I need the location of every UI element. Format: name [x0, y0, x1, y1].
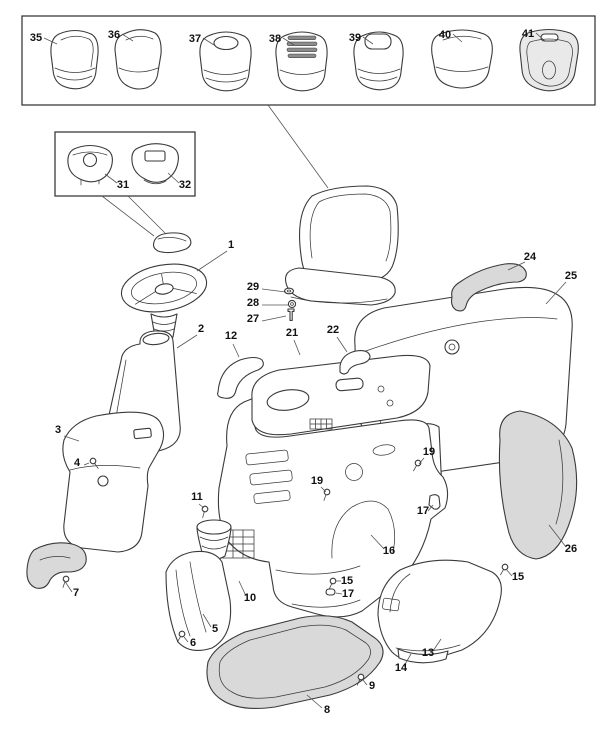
- callout-41: 41: [522, 28, 534, 40]
- callout-9: 9: [369, 680, 375, 692]
- callout-24: 24: [524, 251, 537, 263]
- callout-26: 26: [565, 543, 577, 555]
- screw-6: [177, 630, 186, 643]
- callout-14: 14: [395, 662, 408, 674]
- seat-37: [199, 31, 252, 92]
- floor-pan: [206, 615, 384, 709]
- seat-36: [114, 29, 162, 90]
- grab-handle: [450, 263, 527, 312]
- screw-19-b: [323, 488, 331, 501]
- bolt-28: [287, 299, 297, 309]
- callout-32: 32: [179, 179, 191, 191]
- right-side-panel: [498, 410, 578, 560]
- screw-4: [89, 457, 99, 469]
- callout-19-a: 19: [423, 446, 435, 458]
- left-bracket: [26, 542, 87, 589]
- callout-15-a: 15: [341, 575, 353, 587]
- pin-27: [287, 308, 295, 321]
- left-console: [62, 411, 165, 553]
- callout-labels: 35 36 37 38 39 40 41 31 32 1 2 3 4 29 28…: [30, 28, 577, 716]
- callout-17-a: 17: [417, 505, 429, 517]
- callout-21: 21: [286, 327, 298, 339]
- callout-40: 40: [439, 29, 451, 41]
- callout-5: 5: [212, 623, 218, 635]
- callout-19-b: 19: [311, 475, 323, 487]
- bracket-12: [217, 356, 264, 399]
- clip-17-a: [428, 494, 441, 510]
- callout-37: 37: [189, 33, 201, 45]
- right-lower-body: [377, 559, 502, 662]
- screw-19-a: [413, 459, 422, 472]
- steering-hub-cover: [152, 232, 192, 254]
- screw-15-a: [328, 577, 337, 590]
- body-lip-14: [397, 648, 449, 664]
- screw-15-b: [500, 563, 509, 576]
- screw-11: [201, 505, 209, 519]
- screw-9: [356, 673, 365, 686]
- callout-35: 35: [30, 32, 42, 44]
- seat-39: [353, 31, 404, 91]
- callout-38: 38: [269, 33, 281, 45]
- callout-22: 22: [327, 324, 339, 336]
- washer-29: [283, 287, 295, 295]
- seat-40: [431, 29, 493, 89]
- seat-41: [519, 28, 579, 92]
- steering-cover-31: [67, 144, 113, 186]
- left-lower-panel: [165, 550, 232, 651]
- callout-1: 1: [228, 239, 234, 251]
- wheel-arch-16: [331, 500, 396, 559]
- callout-4: 4: [74, 457, 81, 469]
- callout-16: 16: [383, 545, 395, 557]
- seat-38: [275, 31, 328, 92]
- callout-3: 3: [55, 424, 61, 436]
- callout-8: 8: [324, 704, 330, 716]
- callout-17-b: 17: [342, 588, 354, 600]
- callout-29: 29: [247, 281, 259, 293]
- callout-36: 36: [108, 29, 120, 41]
- dashboard-panel: [251, 354, 431, 436]
- callout-25: 25: [565, 270, 577, 282]
- seat-options-box: [21, 15, 596, 106]
- callout-31: 31: [117, 179, 129, 191]
- steering-wheel: [120, 263, 208, 342]
- bracket-22: [339, 350, 371, 375]
- callout-27: 27: [247, 313, 259, 325]
- callout-10: 10: [244, 592, 256, 604]
- center-chassis: [217, 397, 449, 618]
- steering-cover-32: [131, 143, 179, 185]
- callout-12: 12: [225, 330, 237, 342]
- callout-15-b: 15: [512, 571, 524, 583]
- callout-39: 39: [349, 32, 361, 44]
- seat-35: [50, 29, 99, 90]
- clip-17-b: [325, 588, 336, 596]
- callout-28: 28: [247, 297, 259, 309]
- seat-assembly: [284, 185, 399, 306]
- steering-cover-options-box: [54, 131, 196, 197]
- callout-11: 11: [191, 491, 203, 503]
- callout-7: 7: [73, 587, 79, 599]
- callout-6: 6: [190, 637, 196, 649]
- callout-13: 13: [422, 647, 434, 659]
- callout-2: 2: [198, 323, 204, 335]
- leader-lines: [43, 32, 567, 709]
